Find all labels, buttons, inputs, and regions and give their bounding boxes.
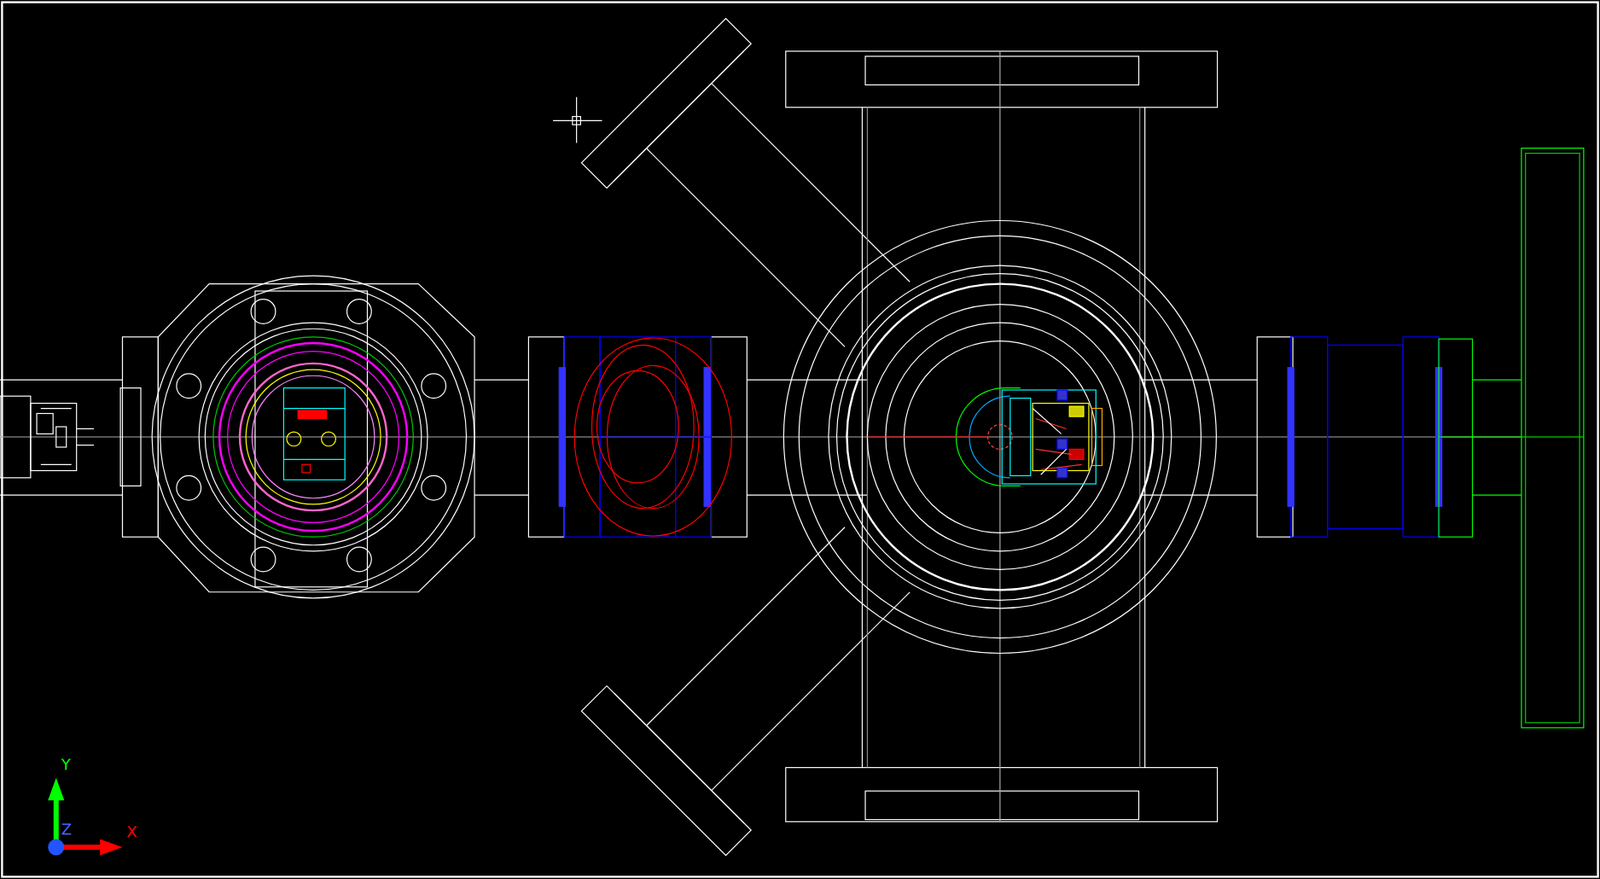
cad-cursor	[552, 97, 602, 144]
axis-label: X	[126, 824, 137, 840]
ucs-icon	[47, 777, 123, 856]
upper-arm	[581, 18, 949, 387]
sample-stage	[866, 388, 1102, 487]
axis-label: Z	[61, 821, 72, 838]
left-chamber	[120, 275, 475, 599]
lower-arm	[581, 487, 949, 856]
main-chamber	[783, 51, 1217, 822]
right-section	[1256, 148, 1584, 728]
middle-section	[528, 337, 747, 537]
left-chamber-internals	[213, 337, 414, 537]
axis-label: Y	[61, 756, 71, 773]
left-feedthrough	[0, 395, 94, 478]
